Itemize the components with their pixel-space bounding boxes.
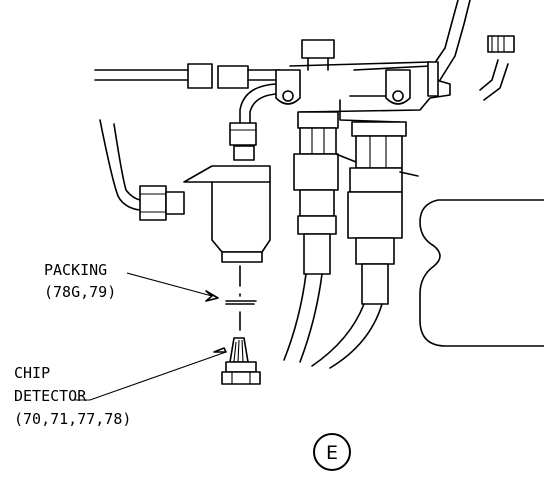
view-letter: E <box>326 442 338 464</box>
packing-washer <box>225 300 257 305</box>
upper-right-tubing <box>429 0 515 101</box>
chip-label: CHIP <box>14 364 50 382</box>
view-circle <box>313 433 351 471</box>
left-curved-hose <box>99 119 185 221</box>
chip-detector-housing <box>183 165 271 263</box>
detector-label: DETECTOR <box>14 387 87 405</box>
horizontal-supply-line <box>94 63 281 89</box>
packing-label: PACKING <box>44 261 107 279</box>
packing-part-numbers: (78G,79) <box>44 283 116 301</box>
view-identifier: E <box>313 433 351 471</box>
center-fitting-assembly <box>283 111 339 363</box>
chip-detector-part-numbers: (70,71,77,78) <box>14 410 131 428</box>
leader-lines <box>74 272 227 401</box>
structure-outline <box>419 199 544 347</box>
manifold-block <box>275 39 451 123</box>
right-fitting-assembly <box>311 121 407 369</box>
cross-line <box>335 153 419 177</box>
chip-detector-plug <box>221 337 261 385</box>
housing-feed-line <box>229 83 277 161</box>
